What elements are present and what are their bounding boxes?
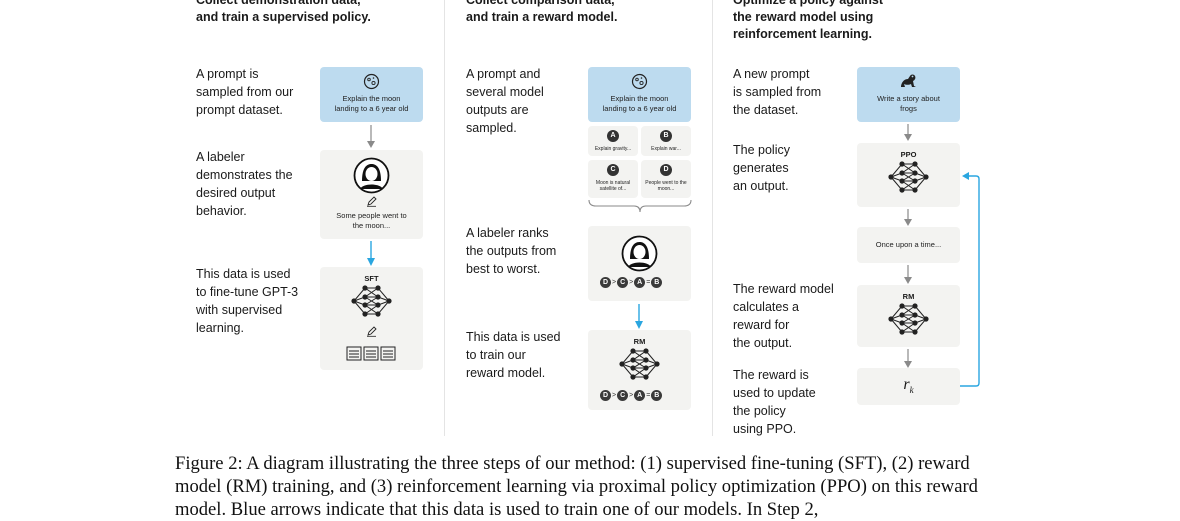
neural-network-icon [888,303,929,335]
ranking-order: D>C>A=B [600,277,663,288]
ranking-order: D>C>A=B [600,390,663,401]
output-card-a: A Explain gravity... [588,126,638,156]
step3-output-text: Once upon a time... [875,240,942,249]
moon-icon [363,73,380,90]
step3-text-policy: The policy generates an output. [733,143,790,193]
column-divider [444,0,445,436]
step1-demonstration-card: Some people went to the moon... [320,150,423,239]
step2-ranking-card: D>C>A=B [588,226,691,301]
step1-sft-card: SFT [320,267,423,370]
step1-text-prompt: A prompt is sampled from our prompt data… [196,67,294,117]
arrow-down-gray-icon [367,125,375,148]
step1-demonstration-text: Some people went to the moon... [336,211,407,230]
step3-policy-card: PPO [857,143,960,207]
neural-network-icon [619,348,660,380]
arrow-down-blue-icon [635,304,643,329]
step3-text-reward-model: The reward model calculates a reward for… [733,282,834,350]
output-text-d: People went to the moon... [645,180,687,192]
step3-text-prompt: A new prompt is sampled from the dataset… [733,67,822,117]
step3-text-update: The reward is used to update the policy … [733,368,816,436]
step2-heading: Collect comparison data, and train a rew… [466,0,618,24]
neural-network-icon [351,285,392,317]
step2-prompt-card: Explain the moon landing to a 6 year old [588,67,691,122]
step3-heading: Optimize a policy against the reward mod… [733,0,884,41]
reward-symbol: rk [903,376,914,396]
figure-caption: Figure 2: A diagram illustrating the thr… [175,453,978,520]
step1-text-labeler: A labeler demonstrates the desired outpu… [196,150,293,218]
output-text-c: Moon is natural satellite of... [595,180,631,192]
documents-icon [346,346,396,361]
rank-c: C [617,277,629,288]
step3-output-card: Once upon a time... [857,227,960,263]
pencil-icon [367,326,377,337]
step1-heading: Collect demonstration data, and train a … [196,0,371,24]
step2-prompt-text: Explain the moon landing to a 6 year old [602,94,677,113]
labeler-avatar-icon [353,157,390,194]
step2-rm-card: RM D>C>A=B [588,330,691,410]
sft-label: SFT [364,274,379,283]
frog-icon [901,74,916,87]
rank-b: B [651,277,663,288]
rank-b: B [651,390,663,401]
bracket-icon [588,199,692,213]
feedback-loop-arrow-icon [960,172,980,387]
rank-d: D [600,390,611,401]
output-card-d: D People went to the moon... [641,160,691,198]
rank-a: A [634,277,646,288]
step3-prompt-text: Write a story about frogs [877,94,940,113]
arrow-down-blue-icon [367,241,375,266]
arrow-down-gray-icon [904,265,912,284]
arrow-down-gray-icon [904,209,912,226]
output-letter-c: C [607,164,619,176]
rank-op: = [646,392,651,399]
step2-text-rank: A labeler ranks the outputs from best to… [466,226,557,276]
output-letter-a: A [607,130,619,142]
rank-op: > [612,279,617,286]
output-letter-d: D [660,164,672,176]
output-letter-b: B [660,130,672,142]
rank-op: > [629,392,634,399]
step2-text-train: This data is used to train our reward mo… [466,330,561,380]
arrow-down-gray-icon [904,349,912,368]
rank-op: = [646,279,651,286]
neural-network-icon [888,161,929,193]
ppo-label: PPO [900,150,917,159]
rank-a: A [634,390,646,401]
step1-text-finetune: This data is used to fine-tune GPT-3 wit… [196,267,299,335]
step3-reward-card: rk [857,368,960,405]
moon-icon [631,73,648,90]
step2-text-prompt: A prompt and several model outputs are s… [466,67,544,135]
output-text-b: Explain war... [651,146,681,152]
step1-prompt-text: Explain the moon landing to a 6 year old [334,94,409,113]
labeler-avatar-icon [621,235,658,272]
rank-op: > [612,392,617,399]
rm-label: RM [633,337,646,346]
rank-op: > [629,279,634,286]
rm-label: RM [902,292,915,301]
step3-rm-card: RM [857,285,960,347]
output-card-c: C Moon is natural satellite of... [588,160,638,198]
arrow-down-gray-icon [904,124,912,141]
rank-c: C [617,390,629,401]
pencil-icon [367,196,377,207]
step1-prompt-card: Explain the moon landing to a 6 year old [320,67,423,122]
output-text-a: Explain gravity... [594,146,632,152]
column-divider [712,0,713,436]
rank-d: D [600,277,611,288]
step3-prompt-card: Write a story about frogs [857,67,960,122]
output-card-b: B Explain war... [641,126,691,156]
